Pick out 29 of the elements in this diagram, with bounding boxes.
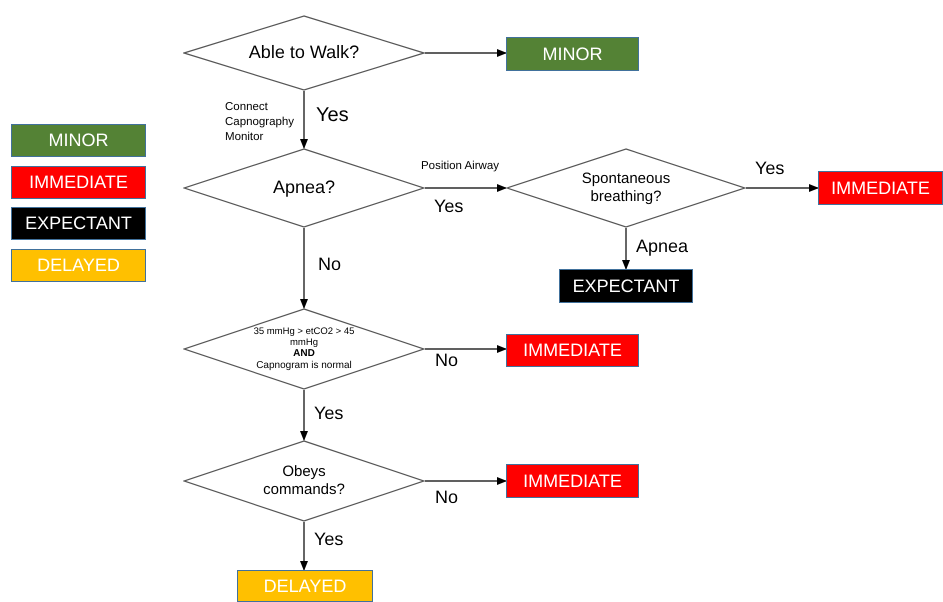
- legend-text: MINOR: [48, 130, 108, 151]
- triage-box: DELAYED: [237, 570, 373, 602]
- triage-box: MINOR: [506, 37, 639, 71]
- diamond-text: 35 mmHg > etCO2 > 45 mmHg: [252, 326, 356, 348]
- arrow: [300, 522, 308, 571]
- arrow: [425, 49, 507, 57]
- diamond-text: Obeys commands?: [262, 463, 346, 499]
- legend-text: IMMEDIATE: [29, 172, 128, 192]
- arrow: [425, 477, 507, 485]
- arrow: [425, 184, 507, 192]
- note-text: Position Airway: [421, 160, 499, 172]
- diamond-text: AND: [293, 348, 315, 360]
- arrow: [300, 390, 308, 441]
- diamond-text: Able to Walk?: [248, 42, 360, 64]
- triage-box: EXPECTANT: [559, 269, 693, 303]
- note-text: Connect Capnography Monitor: [225, 100, 296, 145]
- triage-box: IMMEDIATE: [506, 334, 639, 367]
- arrow: [300, 228, 308, 309]
- diamond-text: Spontaneous breathing?: [580, 170, 672, 206]
- triage-box: IMMEDIATE: [818, 171, 943, 205]
- diamond-text: Apnea?: [272, 177, 336, 199]
- arrow: [425, 345, 507, 353]
- legend-text: DELAYED: [37, 254, 120, 276]
- legend-text: EXPECTANT: [25, 213, 132, 234]
- diamond-text: Capnogram is normal: [256, 360, 352, 372]
- arrow: [746, 184, 819, 192]
- triage-box: IMMEDIATE: [506, 464, 639, 498]
- arrow: [622, 228, 630, 270]
- arrow: [300, 91, 308, 149]
